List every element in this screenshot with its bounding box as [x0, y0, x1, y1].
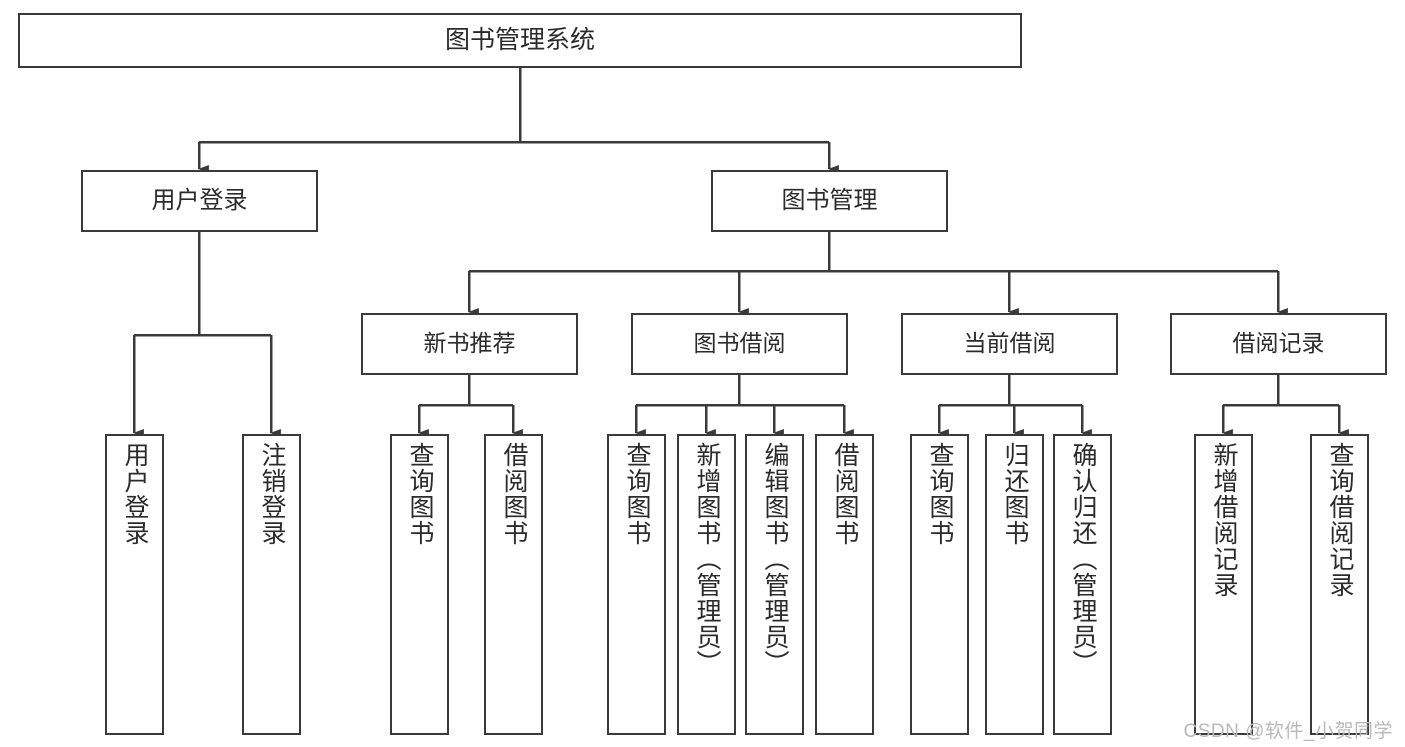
node-leaf-borrow-book-1[interactable]: 借阅图书 — [484, 434, 543, 735]
node-book-manage[interactable]: 图书管理 — [711, 170, 948, 232]
node-leaf-add-borrow-record[interactable]: 新增借阅记录 — [1194, 434, 1253, 735]
node-root-book-management-system-label: 图书管理系统 — [444, 25, 595, 54]
node-current-borrow-label: 当前借阅 — [963, 330, 1056, 357]
csdn-watermark: CSDN @软件_小贺同学 — [1183, 721, 1393, 742]
node-leaf-add-book-admin-label: 新增图书（管理员） — [693, 442, 721, 676]
node-leaf-edit-book-admin-label: 编辑图书（管理员） — [761, 442, 789, 676]
node-leaf-query-book-3-label: 查询图书 — [926, 442, 954, 546]
node-leaf-return-book-label: 归还图书 — [1001, 442, 1029, 546]
node-leaf-query-book-3[interactable]: 查询图书 — [910, 434, 969, 735]
node-new-book-recommend[interactable]: 新书推荐 — [361, 313, 578, 375]
node-leaf-user-logout[interactable]: 注销登录 — [242, 434, 301, 735]
node-leaf-confirm-return-admin[interactable]: 确认归还（管理员） — [1053, 434, 1112, 735]
node-leaf-query-book-2[interactable]: 查询图书 — [607, 434, 666, 735]
node-leaf-borrow-book-2[interactable]: 借阅图书 — [815, 434, 874, 735]
node-leaf-query-borrow-record-label: 查询借阅记录 — [1326, 442, 1354, 598]
node-new-book-recommend-label: 新书推荐 — [423, 330, 516, 357]
node-book-manage-label: 图书管理 — [781, 186, 878, 214]
node-leaf-return-book[interactable]: 归还图书 — [985, 434, 1044, 735]
node-leaf-user-logout-label: 注销登录 — [258, 442, 286, 546]
node-leaf-query-book-1-label: 查询图书 — [406, 442, 434, 546]
node-root-book-management-system[interactable]: 图书管理系统 — [18, 13, 1022, 68]
node-current-borrow[interactable]: 当前借阅 — [901, 313, 1118, 375]
node-leaf-borrow-book-2-label: 借阅图书 — [831, 442, 859, 546]
node-leaf-add-borrow-record-label: 新增借阅记录 — [1210, 442, 1238, 598]
node-borrow-record-label: 借阅记录 — [1232, 330, 1325, 357]
node-leaf-user-login[interactable]: 用户登录 — [105, 434, 164, 735]
node-leaf-query-borrow-record[interactable]: 查询借阅记录 — [1310, 434, 1369, 735]
node-leaf-edit-book-admin[interactable]: 编辑图书（管理员） — [745, 434, 804, 735]
node-user-login[interactable]: 用户登录 — [81, 170, 318, 232]
node-book-borrow-label: 图书借阅 — [693, 330, 786, 357]
node-leaf-query-book-1[interactable]: 查询图书 — [390, 434, 449, 735]
node-leaf-add-book-admin[interactable]: 新增图书（管理员） — [677, 434, 736, 735]
node-borrow-record[interactable]: 借阅记录 — [1170, 313, 1387, 375]
node-leaf-query-book-2-label: 查询图书 — [623, 442, 651, 546]
node-leaf-borrow-book-1-label: 借阅图书 — [500, 442, 528, 546]
node-user-login-label: 用户登录 — [151, 186, 248, 214]
node-book-borrow[interactable]: 图书借阅 — [631, 313, 848, 375]
node-leaf-user-login-label: 用户登录 — [121, 442, 149, 546]
node-leaf-confirm-return-admin-label: 确认归还（管理员） — [1069, 442, 1097, 676]
